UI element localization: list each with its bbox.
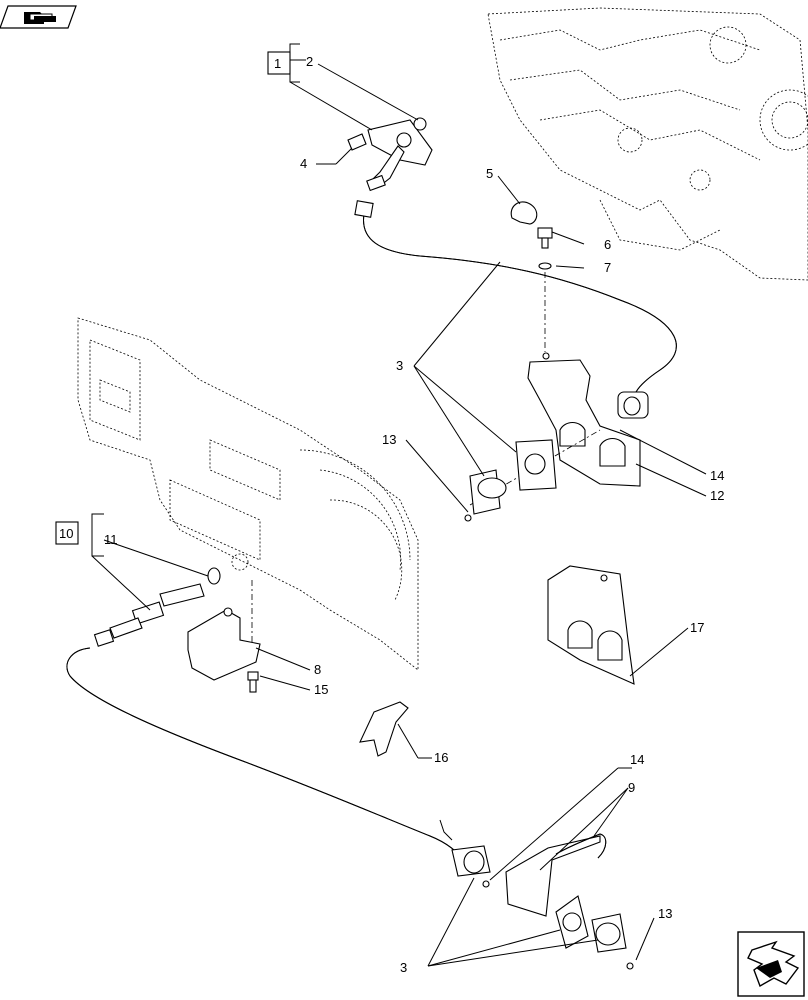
- bolt-part-15: [247, 671, 259, 693]
- callout-8: 8: [314, 662, 321, 677]
- callout-13-upper: 13: [382, 432, 396, 447]
- next-page-button[interactable]: [737, 931, 805, 997]
- callout-14-lower: 14: [630, 752, 644, 767]
- callout-9: 9: [628, 780, 635, 795]
- callout-1: 1: [274, 56, 281, 71]
- sensor-lower: [93, 567, 221, 647]
- callout-15: 15: [314, 682, 328, 697]
- callout-3-upper: 3: [396, 358, 403, 373]
- clip-part-5: [510, 201, 538, 225]
- bolt-part-6: [537, 227, 553, 249]
- callout-12: 12: [710, 488, 724, 503]
- callout-17: 17: [690, 620, 704, 635]
- callout-4: 4: [300, 156, 307, 171]
- washer-part-7: [538, 262, 552, 270]
- callout-10: 10: [59, 526, 73, 541]
- bracket-part-16: [359, 701, 409, 757]
- callout-6: 6: [604, 237, 611, 252]
- cable-harness-lower: [66, 647, 491, 877]
- callout-11: 11: [104, 532, 118, 547]
- engine-block: [487, 7, 808, 281]
- callout-14-upper: 14: [710, 468, 724, 483]
- book-nav-button[interactable]: [0, 5, 77, 29]
- callout-13-lower: 13: [658, 906, 672, 921]
- next-page-arrow-icon: [747, 940, 800, 988]
- callout-3-lower: 3: [400, 960, 407, 975]
- callout-16: 16: [434, 750, 448, 765]
- group-box-10: [55, 521, 79, 545]
- bracket-part-8: [187, 609, 261, 681]
- book-icon: [24, 12, 56, 24]
- cable-harness-upper: [354, 200, 677, 419]
- transmission-housing: [77, 317, 419, 671]
- callout-7: 7: [604, 260, 611, 275]
- sensor-assembly-upper: [347, 117, 433, 192]
- leader-lines: [91, 59, 707, 967]
- bracket-part-17: [547, 565, 635, 685]
- callout-2: 2: [306, 54, 313, 69]
- socket-upper: [464, 469, 507, 522]
- lower-mount-assembly: [482, 833, 634, 970]
- callout-5: 5: [486, 166, 493, 181]
